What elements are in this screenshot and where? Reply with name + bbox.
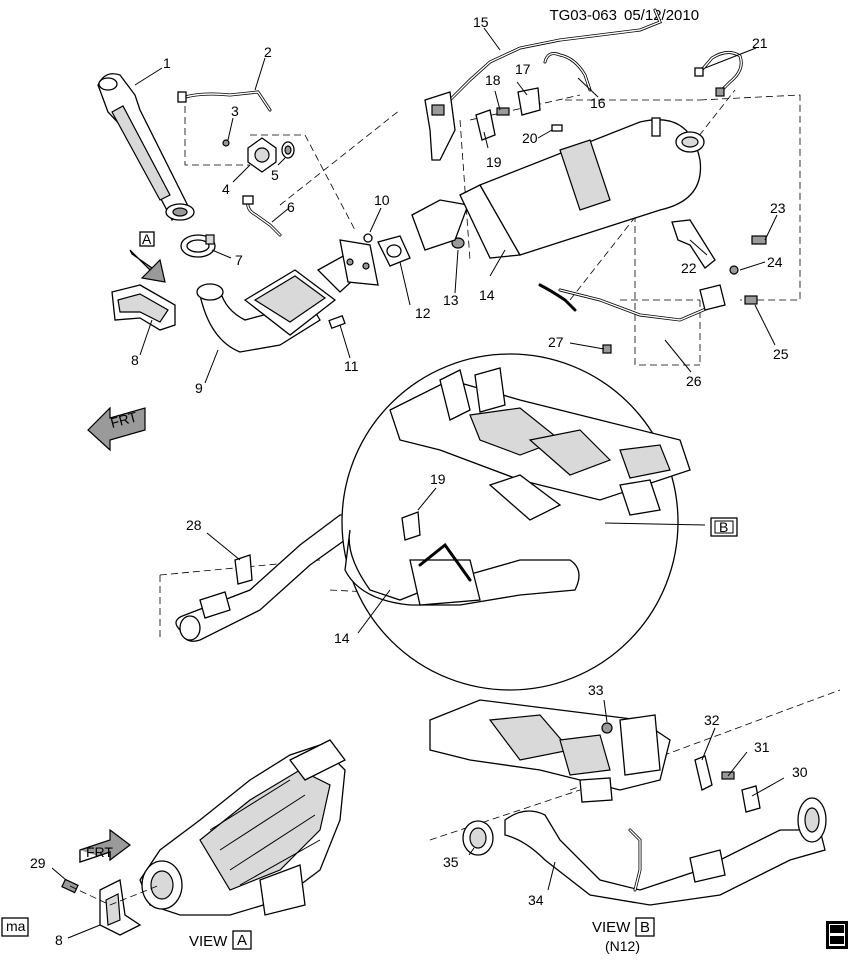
view-a-label: VIEW — [189, 933, 228, 950]
callout-9: 9 — [195, 380, 203, 396]
view-b-clamp-35 — [462, 820, 494, 856]
svg-text:A: A — [142, 231, 152, 247]
callout-7: 7 — [235, 252, 243, 268]
gasket-ring — [363, 233, 373, 243]
gm-spo-logo-icon — [826, 921, 848, 949]
sensor-boss-and-gasket — [222, 137, 295, 173]
callout-20: 20 — [522, 130, 538, 146]
callout-28: 28 — [186, 517, 202, 533]
callout-11: 11 — [344, 358, 359, 374]
ma-badge — [1, 917, 29, 937]
muffler-detail-tube — [344, 511, 580, 606]
svg-text:FRT: FRT — [109, 408, 140, 431]
transmission-mount-bracket-top — [111, 284, 176, 331]
view-b-box — [635, 917, 655, 937]
callout-14-detail: 14 — [334, 630, 350, 646]
vapor-line-assembly — [424, 8, 662, 161]
bolt-18 — [496, 107, 510, 116]
leader-lines-view-b — [468, 699, 785, 891]
view-b-marker: B — [710, 517, 738, 537]
muffler-assembly — [411, 117, 705, 259]
bolt-23 — [751, 235, 767, 245]
callout-27: 27 — [548, 334, 564, 350]
callout-24: 24 — [767, 254, 783, 270]
callout-4: 4 — [222, 181, 230, 197]
bracket-17 — [517, 87, 541, 116]
callout-13: 13 — [443, 292, 459, 308]
callout-16: 16 — [590, 95, 606, 111]
callout-1: 1 — [163, 55, 171, 71]
callout-25: 25 — [773, 346, 789, 362]
clip-27 — [602, 344, 612, 354]
svg-text:FRT: FRT — [86, 844, 113, 860]
callout-19-detail: 19 — [430, 471, 446, 487]
front-exhaust-pipe — [97, 73, 195, 221]
callout-12: 12 — [415, 305, 431, 321]
view-b-tailpipe — [504, 797, 827, 906]
callout-21: 21 — [752, 35, 768, 51]
leader-lines-view-a — [51, 867, 101, 939]
flange-gasket — [377, 235, 411, 267]
view-b-box-letter: B — [640, 919, 650, 936]
front-direction-arrow-lower: FRT — [79, 828, 131, 863]
sensor-harness-16 — [543, 52, 592, 92]
callout-35: 35 — [443, 854, 459, 870]
rear-pipe-28 — [175, 514, 371, 642]
callout-8: 8 — [131, 352, 139, 368]
view-b-label: VIEW — [592, 919, 631, 936]
callout-23: 23 — [770, 200, 786, 216]
converter-bolt — [328, 315, 346, 329]
view-b-note: (N12) — [605, 938, 640, 954]
oxygen-sensor-front — [242, 195, 282, 237]
callout-18: 18 — [485, 72, 501, 88]
leader-lines-middle — [206, 487, 706, 634]
ma-badge-text: ma — [6, 918, 26, 934]
callout-10: 10 — [374, 192, 390, 208]
callout-17: 17 — [515, 61, 531, 77]
diagram-date: 05/12/2010 — [624, 7, 699, 24]
front-direction-arrow-upper: FRT — [87, 406, 146, 452]
callout-32: 32 — [704, 712, 720, 728]
hanger-bracket-22 — [671, 219, 716, 269]
callout-14: 14 — [479, 287, 495, 303]
callout-8-view-a: 8 — [55, 932, 63, 948]
transmission-mount-bracket-bottom — [99, 879, 142, 936]
callout-15: 15 — [473, 14, 489, 30]
callout-33: 33 — [588, 682, 604, 698]
view-b-frame — [429, 699, 671, 803]
callout-6: 6 — [287, 199, 295, 215]
callout-31: 31 — [754, 739, 770, 755]
callout-2: 2 — [264, 44, 272, 60]
view-a-box — [232, 930, 252, 950]
callout-26: 26 — [686, 373, 702, 389]
bolt-20 — [551, 124, 563, 132]
diagram-code: TG03-063 — [549, 7, 617, 24]
leader-lines-top — [134, 27, 778, 384]
view-a-dashed — [69, 884, 161, 906]
callout-29: 29 — [30, 855, 46, 871]
transmission-assembly — [139, 739, 346, 916]
callout-3: 3 — [231, 103, 239, 119]
catalytic-converter-pipe — [196, 239, 379, 353]
tailpipe-bracket-26 — [538, 283, 726, 322]
callout-34: 34 — [528, 892, 544, 908]
nut-24 — [729, 265, 739, 275]
callout-19: 19 — [486, 154, 502, 170]
exhaust-clamp — [180, 234, 216, 258]
bolt-25 — [744, 295, 758, 305]
view-a-box-letter: A — [237, 932, 247, 949]
svg-text:B: B — [719, 519, 728, 535]
hanger-clip-19 — [475, 109, 496, 141]
callout-5: 5 — [271, 167, 279, 183]
rear-oxygen-sensor-harness — [694, 51, 743, 97]
callout-30: 30 — [792, 764, 808, 780]
callout-22: 22 — [681, 260, 697, 276]
view-a-marker: A — [129, 231, 166, 283]
frame-crossmember-detail — [389, 367, 691, 521]
oxygen-sensor-harness — [177, 90, 272, 112]
